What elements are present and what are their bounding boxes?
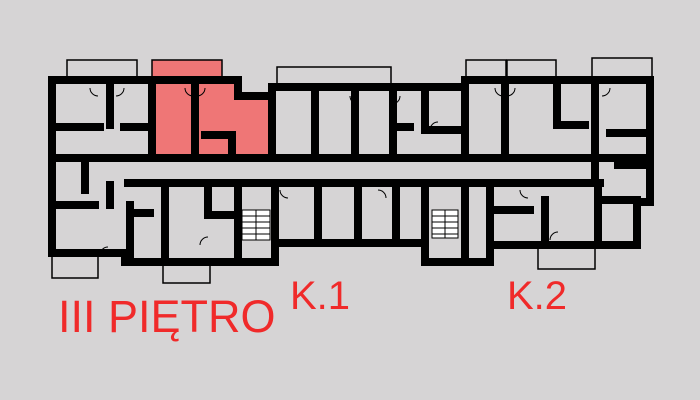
stairs-k2 <box>431 209 459 239</box>
floor-label: III PIĘTRO <box>58 291 276 342</box>
stairwell-label-k2: K.2 <box>507 274 568 318</box>
stairwell-label-k1: K.1 <box>290 274 351 318</box>
balcony <box>537 246 596 270</box>
walls <box>48 76 654 266</box>
stairs-k1 <box>241 209 271 241</box>
balcony <box>51 255 99 279</box>
highlighted-apartment[interactable] <box>151 59 272 156</box>
door-swings <box>89 87 611 256</box>
highlighted-room-side <box>236 96 272 156</box>
